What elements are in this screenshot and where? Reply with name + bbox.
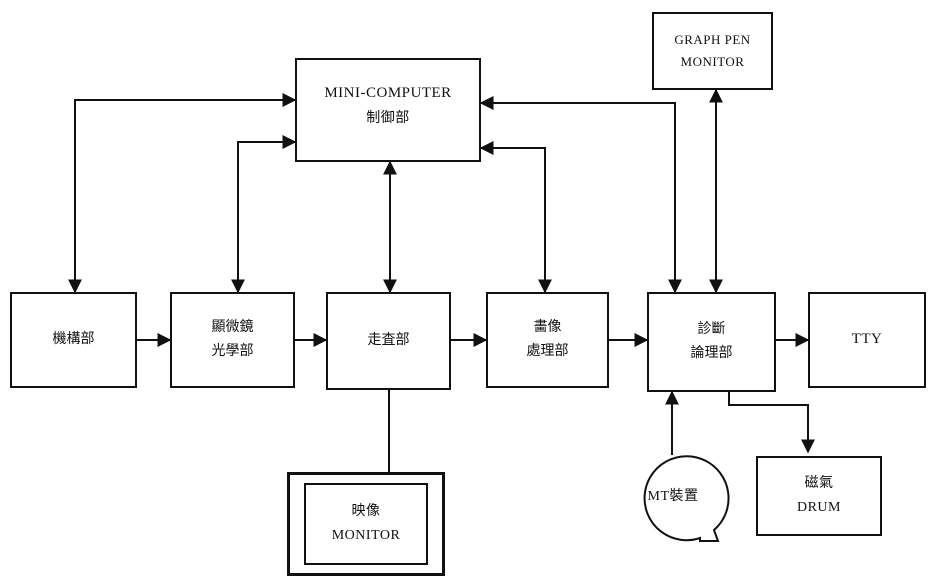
link-minicomputer-imageproc xyxy=(479,141,552,294)
diagnosis-logic-block: 診斷 論理部 xyxy=(647,292,776,392)
mt-device-shape xyxy=(643,455,730,542)
minicomputer-block: MINI-COMPUTER 制御部 xyxy=(295,58,481,162)
mt-device-label: MT裝置 xyxy=(647,489,699,505)
diagnosis-label: 診斷 xyxy=(697,321,726,338)
scan-label: 走査部 xyxy=(367,332,410,349)
video-monitor-sublabel: MONITOR xyxy=(331,528,401,543)
graph-pen-monitor-block: GRAPH PEN MONITOR xyxy=(652,12,773,90)
kiko-label: 機構部 xyxy=(52,331,95,348)
diagnosis-sublabel: 論理部 xyxy=(690,345,733,361)
tty-label: TTY xyxy=(851,331,883,348)
microscope-sublabel: 光學部 xyxy=(211,343,254,359)
video-monitor-screen: 映像 MONITOR xyxy=(304,483,428,565)
microscope-block: 顯微鏡 光學部 xyxy=(170,292,295,388)
graph-pen-sublabel: MONITOR xyxy=(680,54,745,69)
tty-block: TTY xyxy=(808,292,926,388)
microscope-label: 顯微鏡 xyxy=(211,319,254,336)
link-minicomputer-microscope xyxy=(231,135,297,294)
mt-device-label-area: MT裝置 xyxy=(630,465,716,529)
kiko-block: 機構部 xyxy=(10,292,137,388)
drum-sublabel: DRUM xyxy=(796,500,841,515)
image-processing-sublabel: 處理部 xyxy=(526,343,569,359)
minicomputer-sublabel: 制御部 xyxy=(366,110,410,126)
graph-pen-label: GRAPH PEN xyxy=(674,31,751,47)
scan-block: 走査部 xyxy=(326,292,451,390)
video-monitor-label: 映像 xyxy=(351,504,381,520)
link-minicomputer-diagnosis xyxy=(479,96,682,294)
drum-label: 磁氣 xyxy=(804,476,834,492)
link-minicomputer-kiko xyxy=(68,93,297,294)
image-processing-label: 畵像 xyxy=(533,319,562,336)
minicomputer-label: MINI-COMPUTER xyxy=(324,85,452,102)
magnetic-drum-block: 磁氣 DRUM xyxy=(756,456,882,536)
video-monitor-outer: 映像 MONITOR xyxy=(287,472,445,576)
image-processing-block: 畵像 處理部 xyxy=(486,292,609,388)
